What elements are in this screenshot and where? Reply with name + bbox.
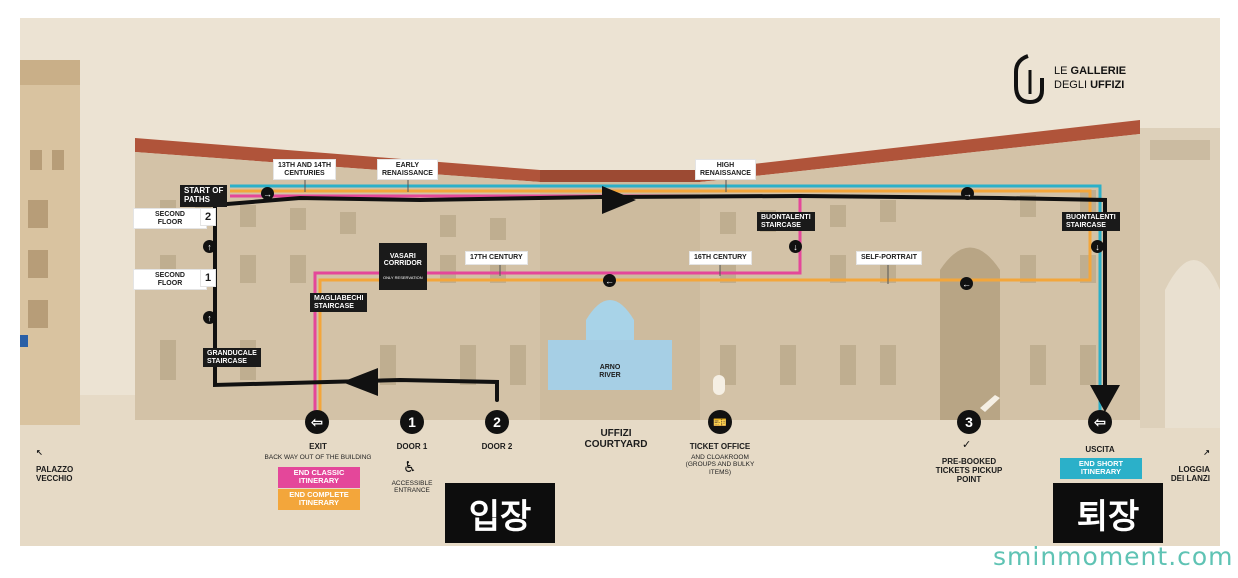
prebooked-ramp [980,395,1000,412]
end-complete-badge: END COMPLETE ITINERARY [278,489,360,510]
logo-le: LE [1054,65,1071,78]
prebooked-icon: 3 [957,410,981,434]
c16-label: 16TH CENTURY [690,252,751,264]
prebooked-label: PRE-BOOKED TICKETS PICKUP POINT [935,457,1003,484]
route-arrow-down [1090,385,1120,412]
ticket-pillar [713,375,725,395]
right-arch [940,247,1000,420]
down-arrow-icon: ↓ [1091,240,1104,253]
second-floor-number: 2 [201,209,216,226]
logo-gallerie: GALLERIE [1070,65,1127,78]
route-arrow-right [602,186,636,214]
right-arrow-icon: → [961,187,974,200]
route-arrow-left [342,368,378,396]
cyan-route-line [230,184,1102,420]
left-roof [135,138,540,182]
logo-degli: DEGLI [1054,79,1091,91]
self-portrait-label: SELF-PORTRAIT [857,252,921,264]
buontalenti-staircase-label-right: BUONTALENTI STAIRCASE [1062,212,1120,232]
vasari-corridor-sub: ONLY RESERVATION [383,274,423,280]
granducale-staircase-label: GRANDUCALE STAIRCASE [203,348,261,368]
right-wing [700,134,1140,420]
wheelchair-icon: ♿ [403,458,417,476]
palazzo-vecchio-label: ↖ PALAZZO VECCHIO [36,440,73,493]
first-floor-label: SECOND FLOOR [134,270,206,290]
loggia-label: ↗ LOGGIA DEI LANZI [1154,440,1210,493]
down-arrow-icon: ↓ [789,240,802,253]
door-2-icon: 2 [485,410,509,434]
palazzo-arrow-icon: ↖ [36,447,43,457]
uffizi-logo-icon [1014,54,1044,105]
left-arrow-icon: ← [603,274,616,287]
high-renaissance-label: HIGH RENAISSANCE [696,160,755,180]
courtyard-ground [20,395,1220,546]
ticket-office-sub-label: AND CLOAKROOM (GROUPS AND BULKY ITEMS) [685,454,755,476]
door-1-sub-label: ACCESSIBLE ENTRANCE [391,480,433,495]
palazzo-vecchio-tower [20,60,80,425]
vasari-corridor-title: VASARI CORRIDOR [383,252,422,268]
exit-icon: ⇦ [305,410,329,434]
end-short-badge: END SHORT ITINERARY [1060,458,1142,479]
loggia-text: LOGGIA DEI LANZI [1170,465,1210,484]
door-1-label: DOOR 1 [396,442,428,451]
logo-uffizi: UFFIZI [1090,79,1125,91]
vasari-corridor-label: VASARI CORRIDOR ONLY RESERVATION [379,243,427,290]
start-of-paths-label: START OF PATHS [180,185,228,207]
c13-14-label: 13TH AND 14TH CENTURIES [274,160,336,180]
uffizi-courtyard-label: UFFIZI COURTYARD [584,428,648,450]
watermark: sminmoment.com [993,542,1234,571]
hand-drawn-route [213,193,1107,407]
arno-water [548,340,672,390]
ticket-check-icon: ✓ [962,439,972,451]
second-floor-label: SECOND FLOOR [134,209,206,229]
exit-korean-label: 퇴장 [1053,483,1163,543]
door-1-icon: 1 [400,410,424,434]
orange-route-line [230,189,1092,420]
uscita-exit-icon: ⇦ [1088,410,1112,434]
ticket-office-icon: 🎫 [708,410,732,434]
buontalenti-staircase-label: BUONTALENTI STAIRCASE [757,212,815,232]
up-arrow-icon: ↑ [203,311,216,324]
palazzo-vecchio-text: PALAZZO VECCHIO [36,465,74,484]
door-2-label: DOOR 2 [481,442,513,451]
magliabechi-staircase-label: MAGLIABECHI STAIRCASE [310,293,368,313]
arno-river-label: ARNO RIVER [599,364,621,379]
start-arrow-icon: → [261,187,274,200]
right-roof [700,120,1140,182]
early-renaissance-label: EARLY RENAISSANCE [378,160,437,180]
end-classic-badge: END CLASSIC ITINERARY [278,467,360,488]
left-arrow-icon: ← [960,277,973,290]
loggia-arrow-icon: ↗ [1203,447,1210,457]
uscita-label: USCITA [1085,445,1115,454]
up-arrow-icon: ↑ [203,240,216,253]
exit-sub-label: BACK WAY OUT OF THE BUILDING [264,454,372,461]
ticket-office-label: TICKET OFFICE [689,442,751,451]
exit-label: EXIT [309,442,327,451]
c17-label: 17TH CENTURY [466,252,527,264]
enter-korean-label: 입장 [445,483,555,543]
center-roof [540,170,700,182]
first-floor-number: 1 [201,270,216,287]
uffizi-logo: LE GALLERIE DEGLI UFFIZI [1010,52,1126,106]
label-leaders [304,180,889,284]
loggia-building [1140,128,1220,428]
